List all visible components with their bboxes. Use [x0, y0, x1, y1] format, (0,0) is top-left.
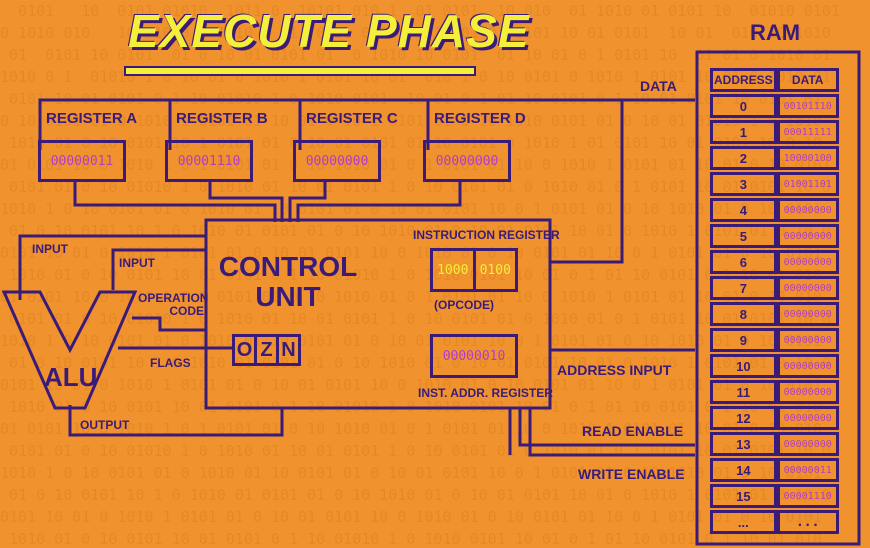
ram-data-cell: 00001110 [776, 484, 839, 508]
flag-negative: N [276, 334, 301, 366]
ram-address-cell: 6 [710, 250, 777, 274]
operation-code-line2: CODE [169, 304, 204, 318]
ram-data-cell: 00000000 [776, 354, 839, 378]
ram-address-cell: 13 [710, 432, 777, 456]
ram-row: ...... [710, 510, 839, 534]
inst-addr-register-label: INST. ADDR. REGISTER [418, 386, 553, 400]
ram-data-cell: 00101110 [776, 94, 839, 118]
alu-operation-code-label: OPERATION CODE [138, 291, 209, 318]
register-b-label: REGISTER B [176, 110, 268, 127]
opcode-bits: 1000 [433, 251, 476, 289]
instruction-register-label: INSTRUCTION REGISTER [413, 228, 560, 242]
ram-address-cell: 1 [710, 120, 777, 144]
ram-header-data: DATA [776, 68, 839, 92]
ram-data-cell: ... [776, 510, 839, 534]
ram-data-cell: 00000000 [776, 198, 839, 222]
ram-address-cell: 8 [710, 302, 777, 326]
register-d-value: 00000000 [423, 140, 511, 182]
page-title: EXECUTE PHASE [128, 5, 530, 57]
ram-header-row: ADDRESS DATA [710, 68, 839, 92]
ram-data-cell: 00000000 [776, 224, 839, 248]
register-d-label: REGISTER D [434, 110, 526, 127]
read-enable-label: READ ENABLE [582, 423, 684, 439]
alu-input-2-label: INPUT [119, 256, 155, 270]
operation-code-line1: OPERATION [138, 291, 209, 305]
ram-address-cell: 14 [710, 458, 777, 482]
data-bus-label: DATA [640, 78, 677, 94]
ram-data-cell: 00000000 [776, 432, 839, 456]
ram-address-cell: ... [710, 510, 777, 534]
address-input-label: ADDRESS INPUT [557, 362, 672, 378]
alu-input-1-label: INPUT [32, 242, 68, 256]
control-unit-title-line2: UNIT [255, 281, 321, 312]
ram-address-cell: 12 [710, 406, 777, 430]
alu-label: ALU [44, 362, 98, 392]
control-unit-title: CONTROL UNIT [218, 252, 358, 312]
ram-address-cell: 9 [710, 328, 777, 352]
ram-address-cell: 5 [710, 224, 777, 248]
write-enable-label: WRITE ENABLE [578, 466, 685, 482]
ram-address-cell: 11 [710, 380, 777, 404]
register-b-value: 00001110 [165, 140, 253, 182]
ram-address-cell: 3 [710, 172, 777, 196]
alu-flags-label: FLAGS [150, 356, 191, 370]
control-unit-title-line1: CONTROL [218, 251, 358, 282]
instruction-register: 1000 0100 [430, 248, 518, 292]
ram-data-cell: 00000000 [776, 250, 839, 274]
ram-data-cell: 01001101 [776, 172, 839, 196]
operand-bits: 0100 [479, 262, 511, 278]
register-a-label: REGISTER A [46, 110, 138, 127]
inst-addr-register-value: 00000010 [430, 334, 518, 378]
alu-output-label: OUTPUT [80, 418, 130, 432]
register-c-label: REGISTER C [306, 110, 398, 127]
ram-title: RAM [750, 20, 801, 45]
flags-register: O Z N [232, 334, 301, 366]
ram-data-cell: 00000000 [776, 276, 839, 300]
register-a-value: 00000011 [38, 140, 126, 182]
ram-address-cell: 15 [710, 484, 777, 508]
ram-data-cell: 00011111 [776, 120, 839, 144]
ram-data-cell: 10000100 [776, 146, 839, 170]
ram-address-cell: 10 [710, 354, 777, 378]
ram-data-cell: 00000011 [776, 458, 839, 482]
register-c-value: 00000000 [293, 140, 381, 182]
ram-data-cell: 00000000 [776, 302, 839, 326]
ram-address-cell: 7 [710, 276, 777, 300]
ram-address-cell: 2 [710, 146, 777, 170]
ram-header-address: ADDRESS [710, 68, 777, 92]
ram-address-cell: 0 [710, 94, 777, 118]
ram-data-cell: 00000000 [776, 380, 839, 404]
ram-data-cell: 00000000 [776, 406, 839, 430]
title-underline [124, 66, 476, 76]
opcode-label: (OPCODE) [434, 298, 494, 312]
ram-data-cell: 00000000 [776, 328, 839, 352]
ram-address-cell: 4 [710, 198, 777, 222]
